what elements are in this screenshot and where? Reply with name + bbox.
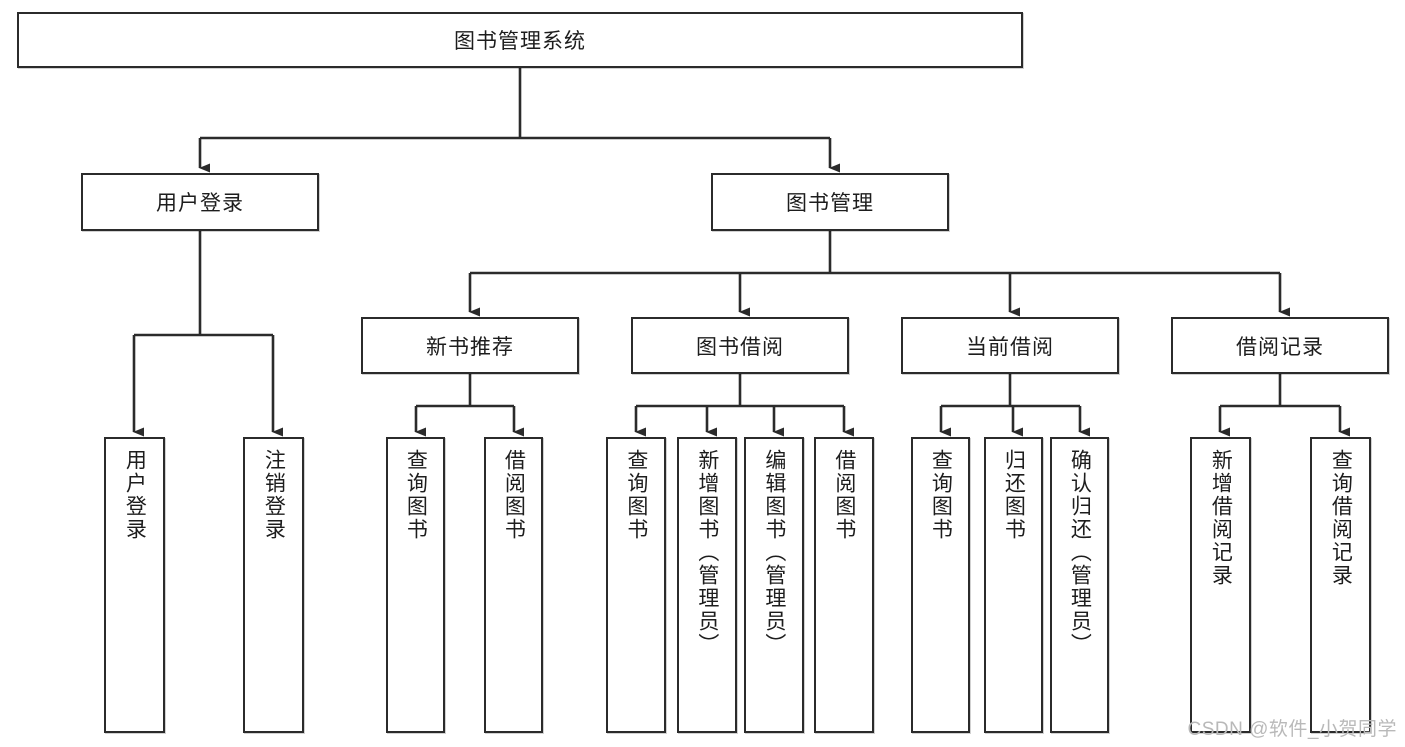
node-leaf-query-book-3-label: 查询图书 bbox=[929, 449, 953, 541]
node-leaf-query-record-label: 查询借阅记录 bbox=[1329, 449, 1353, 587]
node-book-management-label: 图书管理 bbox=[786, 192, 874, 215]
edges-current-borrow-to-leaves bbox=[939, 374, 1090, 437]
node-leaf-add-book-label: 新增图书（管理员） bbox=[695, 449, 719, 656]
node-leaf-add-record[interactable]: 新增借阅记录 bbox=[1190, 437, 1251, 733]
edges-root-to-level2 bbox=[198, 68, 840, 173]
edges-book-management-to-level3 bbox=[468, 231, 1290, 317]
node-current-borrow[interactable]: 当前借阅 bbox=[901, 317, 1119, 374]
node-user-login-label: 用户登录 bbox=[156, 192, 244, 215]
node-leaf-confirm-return-label: 确认归还（管理员） bbox=[1068, 449, 1092, 656]
edges-user-login-to-leaves bbox=[132, 231, 283, 437]
node-leaf-edit-book-label: 编辑图书（管理员） bbox=[762, 449, 786, 656]
node-leaf-return-book[interactable]: 归还图书 bbox=[984, 437, 1043, 733]
node-leaf-query-book-2-label: 查询图书 bbox=[624, 449, 648, 541]
node-borrow-record[interactable]: 借阅记录 bbox=[1171, 317, 1389, 374]
node-new-book-recommend[interactable]: 新书推荐 bbox=[361, 317, 579, 374]
node-leaf-edit-book[interactable]: 编辑图书（管理员） bbox=[744, 437, 804, 733]
node-new-book-recommend-label: 新书推荐 bbox=[426, 335, 514, 359]
edges-borrow-record-to-leaves bbox=[1218, 374, 1350, 437]
node-book-borrow-label: 图书借阅 bbox=[696, 335, 784, 359]
node-current-borrow-label: 当前借阅 bbox=[966, 335, 1054, 359]
node-root-label: 图书管理系统 bbox=[454, 30, 586, 53]
node-leaf-return-book-label: 归还图书 bbox=[1002, 449, 1026, 541]
node-leaf-borrow-book-1[interactable]: 借阅图书 bbox=[484, 437, 543, 733]
node-leaf-query-book-3[interactable]: 查询图书 bbox=[911, 437, 970, 733]
node-leaf-add-book[interactable]: 新增图书（管理员） bbox=[677, 437, 737, 733]
node-leaf-confirm-return[interactable]: 确认归还（管理员） bbox=[1050, 437, 1109, 733]
node-leaf-logout[interactable]: 注销登录 bbox=[243, 437, 304, 733]
node-leaf-query-book-2[interactable]: 查询图书 bbox=[606, 437, 666, 733]
node-leaf-query-book-1-label: 查询图书 bbox=[404, 449, 428, 541]
node-book-management[interactable]: 图书管理 bbox=[711, 173, 949, 231]
node-leaf-borrow-book-2[interactable]: 借阅图书 bbox=[814, 437, 874, 733]
node-book-borrow[interactable]: 图书借阅 bbox=[631, 317, 849, 374]
watermark: CSDN @软件_小贺同学 bbox=[1187, 719, 1397, 740]
node-leaf-query-book-1[interactable]: 查询图书 bbox=[386, 437, 445, 733]
node-leaf-logout-label: 注销登录 bbox=[262, 449, 286, 541]
node-leaf-borrow-book-2-label: 借阅图书 bbox=[832, 449, 856, 541]
node-root[interactable]: 图书管理系统 bbox=[17, 12, 1023, 68]
node-borrow-record-label: 借阅记录 bbox=[1236, 335, 1324, 359]
node-leaf-user-login[interactable]: 用户登录 bbox=[104, 437, 165, 733]
node-leaf-borrow-book-1-label: 借阅图书 bbox=[502, 449, 526, 541]
node-user-login[interactable]: 用户登录 bbox=[81, 173, 319, 231]
node-leaf-user-login-label: 用户登录 bbox=[123, 449, 147, 541]
node-leaf-add-record-label: 新增借阅记录 bbox=[1209, 449, 1233, 587]
node-leaf-query-record[interactable]: 查询借阅记录 bbox=[1310, 437, 1371, 733]
edges-book-borrow-to-leaves bbox=[634, 374, 854, 437]
edges-new-book-recommend-to-leaves bbox=[414, 374, 524, 437]
